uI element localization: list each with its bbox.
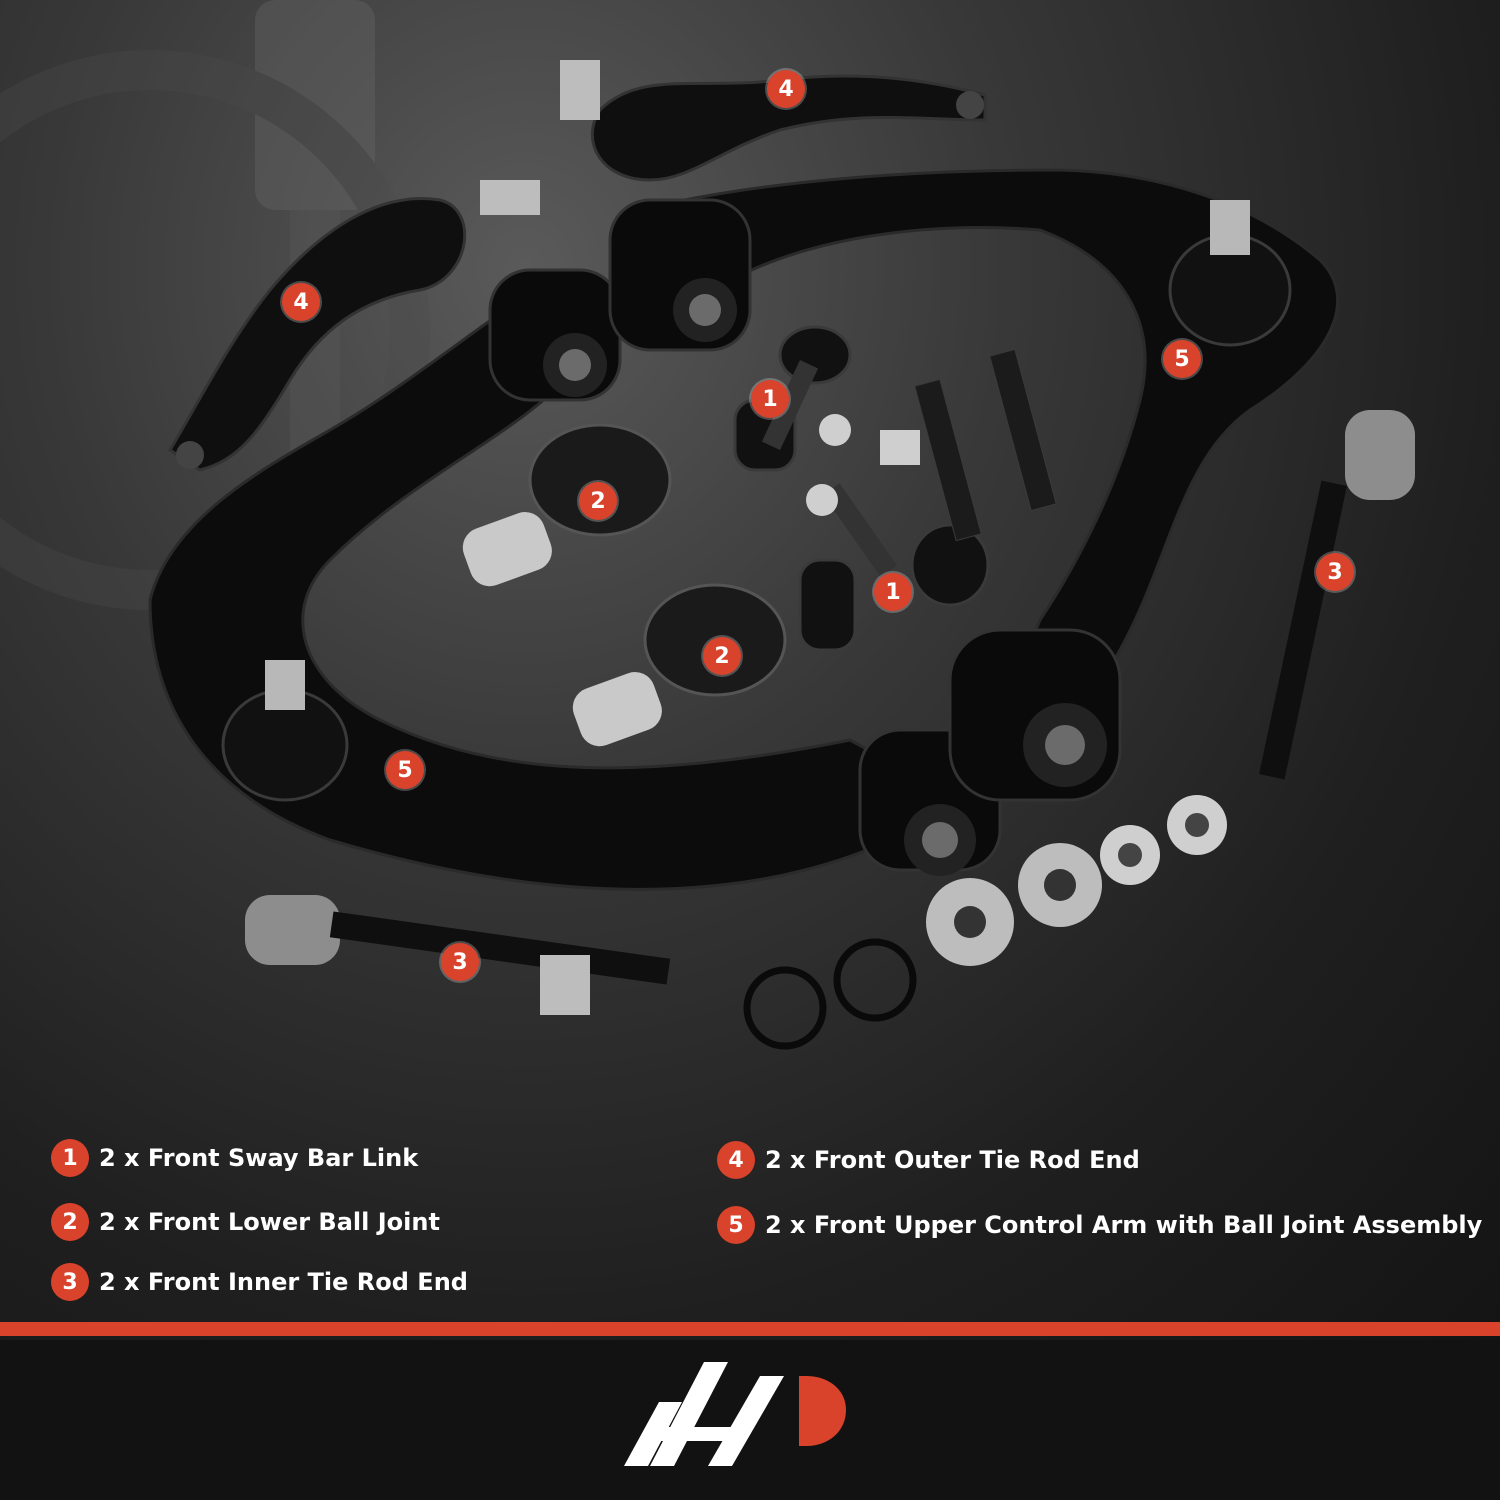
legend-text: 2 x Front Inner Tie Rod End bbox=[99, 1268, 468, 1296]
legend-item-2: 2 2 x Front Lower Ball Joint bbox=[51, 1203, 440, 1241]
callout-4-left: 4 bbox=[282, 283, 320, 321]
callout-5-left: 5 bbox=[386, 751, 424, 789]
parts-illustration bbox=[0, 0, 1415, 1050]
lower-ball-joint-top bbox=[462, 423, 672, 587]
hardware bbox=[743, 795, 1227, 1050]
sway-bar-link-top bbox=[733, 325, 920, 472]
legend-item-4: 4 2 x Front Outer Tie Rod End bbox=[717, 1141, 1140, 1179]
callout-3-right: 3 bbox=[1316, 553, 1354, 591]
legend-number: 4 bbox=[717, 1141, 755, 1179]
legend-text: 2 x Front Outer Tie Rod End bbox=[765, 1146, 1140, 1174]
legend-number: 3 bbox=[51, 1263, 89, 1301]
callout-2-bottom: 2 bbox=[703, 637, 741, 675]
legend-number: 2 bbox=[51, 1203, 89, 1241]
legend-item-5: 5 2 x Front Upper Control Arm with Ball … bbox=[717, 1206, 1482, 1244]
inner-tie-rod-bottom bbox=[245, 895, 671, 1015]
brand-logo-icon bbox=[624, 1362, 854, 1476]
inner-tie-rod-right bbox=[1259, 410, 1415, 780]
callout-1-bottom: 1 bbox=[874, 573, 912, 611]
callout-5-right: 5 bbox=[1163, 340, 1201, 378]
callout-1-top: 1 bbox=[751, 380, 789, 418]
divider bbox=[0, 1322, 1500, 1336]
legend-number: 1 bbox=[51, 1139, 89, 1177]
control-arm-right bbox=[608, 168, 1339, 802]
legend-text: 2 x Front Upper Control Arm with Ball Jo… bbox=[765, 1211, 1483, 1239]
legend-text: 2 x Front Lower Ball Joint bbox=[99, 1208, 440, 1236]
callout-4-top: 4 bbox=[767, 70, 805, 108]
callout-3-bottom: 3 bbox=[441, 943, 479, 981]
legend-text: 2 x Front Sway Bar Link bbox=[99, 1144, 419, 1172]
legend-number: 5 bbox=[717, 1206, 755, 1244]
product-image: 4 4 5 1 2 3 1 2 5 3 bbox=[0, 0, 1500, 1340]
legend-item-1: 1 2 x Front Sway Bar Link bbox=[51, 1139, 418, 1177]
bolts bbox=[914, 348, 1057, 542]
outer-tie-rod-end-top bbox=[560, 60, 987, 182]
lower-ball-joint-bottom bbox=[572, 583, 787, 747]
callout-2-top: 2 bbox=[579, 482, 617, 520]
sway-bar-link-bottom bbox=[798, 483, 990, 652]
legend-item-3: 3 2 x Front Inner Tie Rod End bbox=[51, 1263, 468, 1301]
outer-tie-rod-end-left bbox=[167, 180, 540, 472]
